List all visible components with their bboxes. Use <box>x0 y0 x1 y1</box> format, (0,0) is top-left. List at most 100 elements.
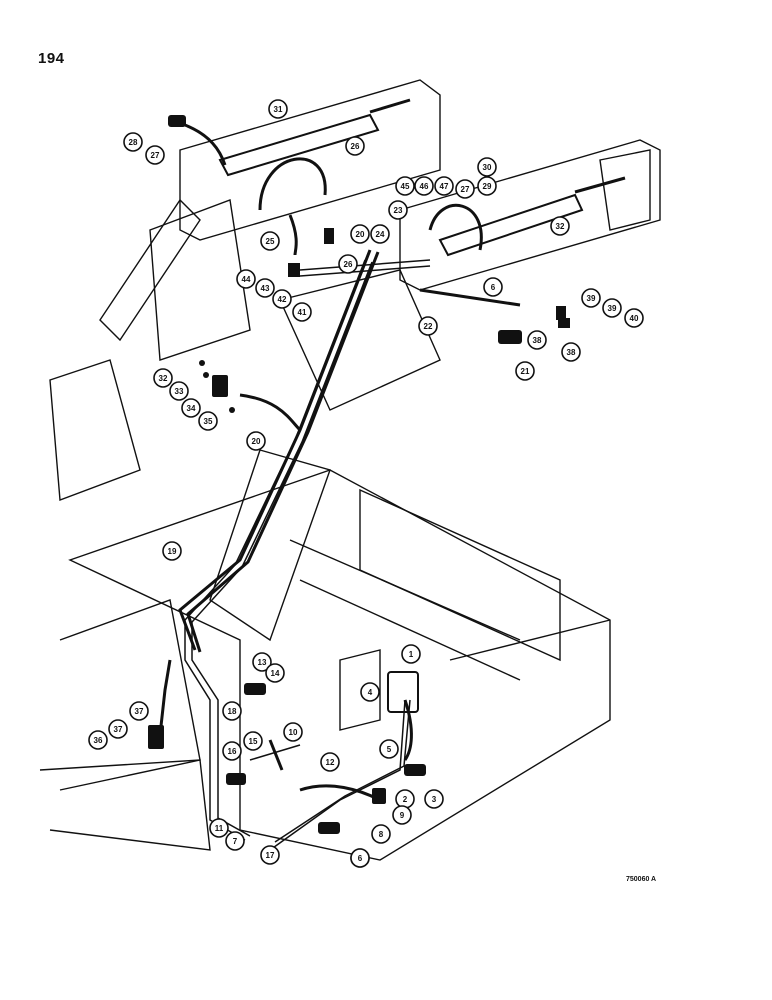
callout-31: 31 <box>268 99 288 119</box>
callout-17: 17 <box>260 845 280 865</box>
callout-label: 41 <box>298 308 307 317</box>
callout-23: 23 <box>388 200 408 220</box>
callout-12: 12 <box>320 752 340 772</box>
callout-label: 4 <box>368 688 373 697</box>
callout-15: 15 <box>243 731 263 751</box>
callout-21: 21 <box>515 361 535 381</box>
callout-47: 47 <box>434 176 454 196</box>
callout-label: 22 <box>424 322 433 331</box>
callout-group: 1234566678910111213141516171819202021222… <box>88 99 644 868</box>
callout-label: 29 <box>483 182 492 191</box>
callout-3: 3 <box>424 789 444 809</box>
callout-2: 2 <box>395 789 415 809</box>
callout-30: 30 <box>477 157 497 177</box>
loader-frame <box>39 79 661 861</box>
callout-label: 47 <box>440 182 449 191</box>
callout-label: 36 <box>94 736 103 745</box>
callout-39: 39 <box>602 298 622 318</box>
callout-label: 45 <box>401 182 410 191</box>
callout-label: 6 <box>491 283 496 292</box>
callout-label: 26 <box>351 142 360 151</box>
callout-label: 40 <box>630 314 639 323</box>
callout-label: 33 <box>175 387 184 396</box>
callout-label: 32 <box>159 374 168 383</box>
callout-26: 26 <box>345 136 365 156</box>
callout-label: 11 <box>215 824 224 833</box>
callout-label: 21 <box>521 367 530 376</box>
callout-label: 44 <box>242 275 251 284</box>
callout-label: 7 <box>233 837 238 846</box>
callout-label: 27 <box>151 151 160 160</box>
callout-label: 5 <box>387 745 392 754</box>
callout-36: 36 <box>88 730 108 750</box>
callout-19: 19 <box>162 541 182 561</box>
callout-16: 16 <box>222 741 242 761</box>
callout-34: 34 <box>181 398 201 418</box>
callout-label: 10 <box>289 728 298 737</box>
callout-label: 46 <box>420 182 429 191</box>
callout-label: 13 <box>258 658 267 667</box>
callout-label: 17 <box>266 851 275 860</box>
callout-label: 28 <box>129 138 138 147</box>
callout-25: 25 <box>260 231 280 251</box>
callout-label: 1 <box>409 650 414 659</box>
callout-37: 37 <box>108 719 128 739</box>
callout-label: 42 <box>278 295 287 304</box>
callout-label: 3 <box>432 795 437 804</box>
callout-42: 42 <box>272 289 292 309</box>
callout-11: 11 <box>209 818 229 838</box>
callout-46: 46 <box>414 176 434 196</box>
callout-label: 32 <box>556 222 565 231</box>
callout-10: 10 <box>283 722 303 742</box>
callout-38: 38 <box>527 330 547 350</box>
callout-label: 12 <box>326 758 335 767</box>
callout-7: 7 <box>225 831 245 851</box>
callout-39: 39 <box>581 288 601 308</box>
callout-32: 32 <box>153 368 173 388</box>
callout-label: 16 <box>228 747 237 756</box>
callout-14: 14 <box>265 663 285 683</box>
callout-label: 19 <box>168 547 177 556</box>
callout-6: 6 <box>350 848 370 868</box>
callout-8: 8 <box>371 824 391 844</box>
callout-27: 27 <box>145 145 165 165</box>
callout-45: 45 <box>395 176 415 196</box>
callout-label: 8 <box>379 830 384 839</box>
callout-label: 15 <box>249 737 258 746</box>
callout-13: 13 <box>252 652 272 672</box>
callout-24: 24 <box>370 224 390 244</box>
callout-label: 38 <box>533 336 542 345</box>
callout-label: 43 <box>261 284 270 293</box>
callout-label: 39 <box>587 294 596 303</box>
callout-5: 5 <box>379 739 399 759</box>
callout-20: 20 <box>350 224 370 244</box>
callout-label: 37 <box>135 707 144 716</box>
callout-38: 38 <box>561 342 581 362</box>
callout-20: 20 <box>246 431 266 451</box>
fittings <box>148 115 570 834</box>
hydraulic-tubes <box>184 259 431 851</box>
callout-label: 39 <box>608 304 617 313</box>
callout-label: 37 <box>114 725 123 734</box>
callout-43: 43 <box>255 278 275 298</box>
callout-label: 26 <box>344 260 353 269</box>
callout-label: 18 <box>228 707 237 716</box>
callout-41: 41 <box>292 302 312 322</box>
callout-44: 44 <box>236 269 256 289</box>
page-number: 194 <box>38 50 65 67</box>
callout-22: 22 <box>418 316 438 336</box>
callout-label: 38 <box>567 348 576 357</box>
callout-label: 14 <box>271 669 280 678</box>
callout-label: 27 <box>461 185 470 194</box>
callout-label: 35 <box>204 417 213 426</box>
callout-label: 34 <box>187 404 196 413</box>
callout-label: 30 <box>483 163 492 172</box>
callout-label: 24 <box>376 230 385 239</box>
callout-label: 31 <box>274 105 283 114</box>
callout-18: 18 <box>222 701 242 721</box>
callout-9: 9 <box>392 805 412 825</box>
callout-label: 20 <box>356 230 365 239</box>
callout-label: 23 <box>394 206 403 215</box>
